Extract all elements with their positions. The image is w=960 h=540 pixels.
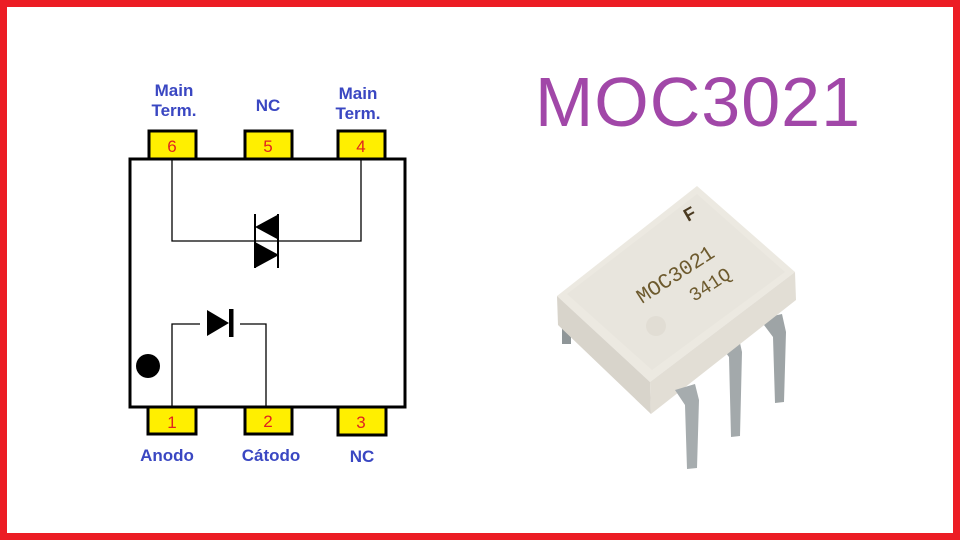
pin-6-label: Main Term. [151,81,197,120]
pin-number: 1 [167,413,176,432]
pin-number: 4 [356,137,365,156]
pin-number: 2 [263,412,272,431]
pin-2 [243,405,294,436]
ic-body [128,157,407,409]
pin-number: 5 [263,137,272,156]
pin-1-label: Anodo [140,446,194,465]
page-title: MOC3021 [535,63,862,141]
pin-3-label: NC [349,447,375,466]
led-diode-symbol-icon [200,309,240,337]
triac-symbol-icon [254,214,279,268]
pin-number: 6 [167,137,176,156]
moc3021-chip-image: F MOC3021 341Q [557,186,796,469]
triac-wire [171,159,362,242]
pin-4 [336,129,387,161]
pin-2-label: Cátodo [241,446,301,465]
pin-5-label: NC [255,96,281,115]
pin1-dot-icon [136,354,160,378]
pin-3 [336,405,388,437]
pin-number: 3 [356,413,365,432]
pin-4-label: Main Term. [335,84,381,123]
